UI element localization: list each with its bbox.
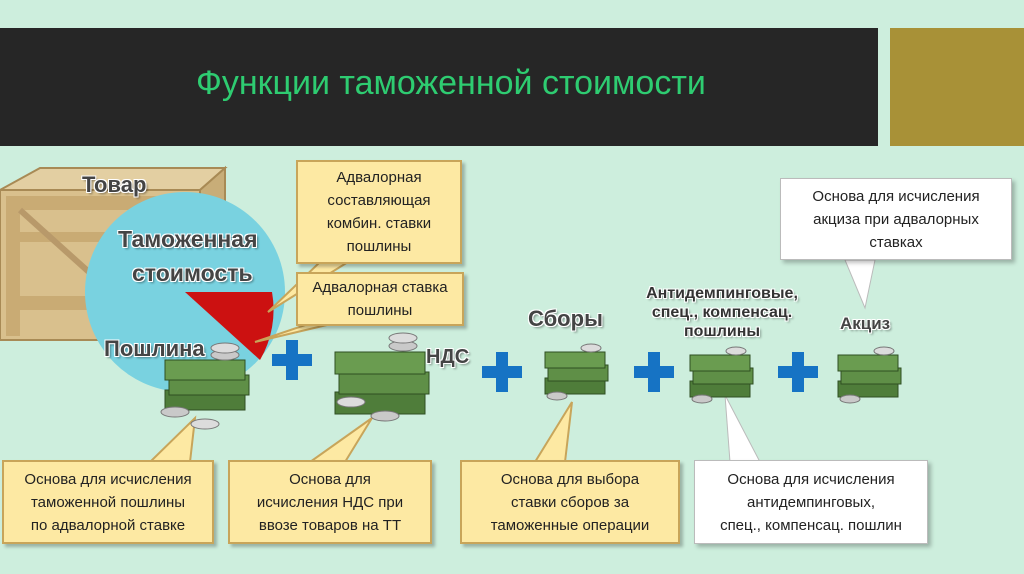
money-stack-icon	[160, 332, 902, 430]
callout-vat-base: Основа для исчисления НДС при ввозе това…	[228, 460, 432, 544]
customs-value-pie	[85, 192, 285, 392]
title-accent-block	[890, 28, 1024, 146]
callout-duty-base: Основа для исчисления таможенной пошлины…	[2, 460, 214, 544]
callout-advalorem-component: Адвалорная составляющая комбин. ставки п…	[296, 160, 462, 264]
plus-icon	[272, 340, 312, 380]
callout-duty-base-text: Основа для исчисления таможенной пошлины…	[24, 470, 192, 534]
excise-label: Акциз	[840, 314, 891, 333]
callout-antidumping-base-text: Основа для исчисления антидемпинговых, с…	[720, 470, 902, 534]
callout-excise-base: Основа для исчисления акциза при адвалор…	[780, 178, 1012, 260]
callout-fees-base-text: Основа для выбора ставки сборов за тамож…	[490, 470, 650, 534]
fees-label: Сборы	[528, 306, 603, 331]
title-bar	[0, 28, 878, 146]
antidumping-label: Антидемпинговые, спец., компенсац. пошли…	[646, 285, 798, 340]
duty-label: Пошлина	[104, 336, 205, 361]
pie-label-line1: Таможенная	[118, 226, 258, 252]
crate-label: Товар	[82, 172, 147, 197]
callout-advalorem-rate-text: Адвалорная ставка пошлины	[312, 279, 448, 319]
callout-antidumping-base: Основа для исчисления антидемпинговых, с…	[694, 460, 928, 544]
duty-slice	[185, 292, 274, 360]
vat-label: НДС	[426, 346, 470, 368]
plus-icon	[482, 352, 522, 392]
plus-icon	[634, 352, 674, 392]
plus-icon	[778, 352, 818, 392]
callout-fees-base: Основа для выбора ставки сборов за тамож…	[460, 460, 680, 544]
callout-advalorem-rate: Адвалорная ставка пошлины	[296, 272, 464, 326]
page-title: Функции таможенной стоимости	[196, 64, 706, 102]
callout-advalorem-component-text: Адвалорная составляющая комбин. ставки п…	[326, 169, 432, 255]
callout-excise-base-text: Основа для исчисления акциза при адвалор…	[812, 187, 980, 251]
pie-label-line2: стоимость	[132, 260, 253, 286]
callout-vat-base-text: Основа для исчисления НДС при ввозе това…	[256, 470, 404, 534]
